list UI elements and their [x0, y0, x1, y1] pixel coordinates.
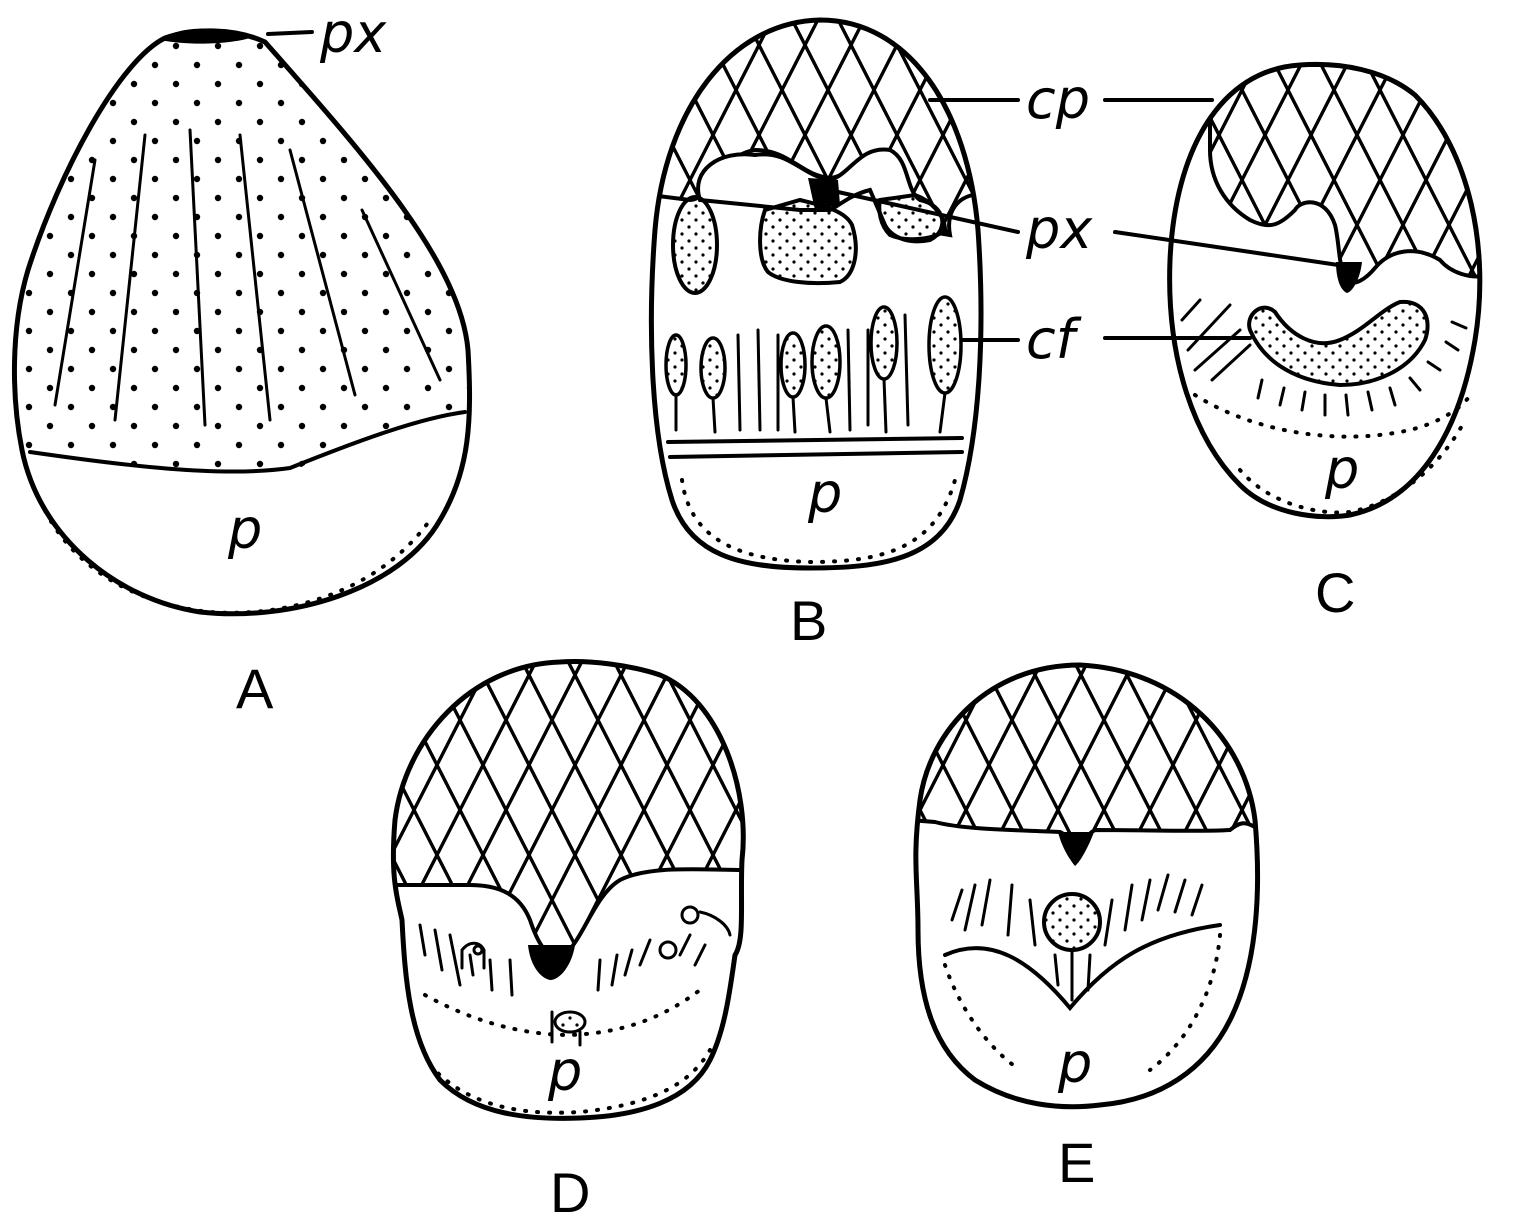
panel-c-px: [1336, 262, 1362, 293]
panel-b-flagella: [664, 295, 963, 434]
panel-a-striations: [53, 128, 442, 427]
panel-e-inner-boundary: [943, 923, 1222, 1012]
panel-a-label-p: p: [227, 498, 262, 561]
panel-c-px-leader: [1113, 230, 1347, 268]
panel-d-px: [528, 945, 575, 980]
panel-a-caption: A: [236, 657, 274, 720]
panel-b-caption: B: [790, 589, 827, 652]
panel-d-dotted-edge: [428, 1048, 712, 1115]
panel-d-caption: D: [550, 1161, 590, 1224]
panel-b-px: [808, 178, 840, 210]
panel-b-label-cf: cf: [1026, 308, 1082, 371]
panel-b-label-px: px: [1025, 198, 1093, 261]
panel-a-label-px: px: [319, 2, 387, 65]
panel-d-crosshatch-cap: [393, 661, 744, 959]
panel-a-dotted-edge: [38, 498, 432, 615]
panel-d: p D: [390, 659, 746, 1224]
panel-c-dotted-arc: [1193, 393, 1472, 439]
panel-b-label-cp: cp: [1026, 68, 1090, 131]
panel-a-px-cap: [160, 28, 250, 44]
panel-d-flagella-marks: [418, 905, 732, 1047]
panel-c: p C: [1103, 61, 1483, 624]
panel-e-flagella-marks: [950, 873, 1204, 1002]
panel-e: p E: [913, 662, 1261, 1194]
panel-b-dotted-edge: [680, 478, 957, 565]
panel-b-label-p: p: [807, 462, 842, 525]
panel-e-px: [1058, 832, 1094, 866]
panel-a-boundary: [28, 410, 467, 474]
panel-b-boundary-2: [668, 450, 964, 459]
panel-a-dotted-cytoplasm: [14, 30, 469, 474]
panel-c-crosshatch-cap: [1208, 64, 1480, 285]
panel-b-boundary-1: [666, 436, 964, 444]
panel-a: px p A: [11, 2, 473, 720]
panel-b: cp px cf p B: [648, 17, 1093, 652]
panel-a-px-leader: [266, 30, 314, 36]
panel-e-caption: E: [1058, 1131, 1095, 1194]
panel-b-stippled-body: [758, 197, 858, 286]
panel-e-label-p: p: [1057, 1032, 1092, 1095]
panel-c-caption: C: [1315, 561, 1355, 624]
panel-c-label-p: p: [1324, 438, 1359, 501]
panel-b-px-leader: [836, 190, 1020, 234]
panel-b-stippled-oval: [671, 195, 719, 295]
panel-e-stippled-nucleus: [1042, 892, 1102, 952]
panel-e-dotted-left: [943, 963, 1022, 1072]
panel-c-stippled-crescent: [1247, 299, 1430, 388]
panel-d-label-p: p: [547, 1040, 582, 1103]
panel-c-dotted-edge: [1238, 418, 1467, 515]
panel-c-flagella-marks: [1180, 298, 1468, 417]
